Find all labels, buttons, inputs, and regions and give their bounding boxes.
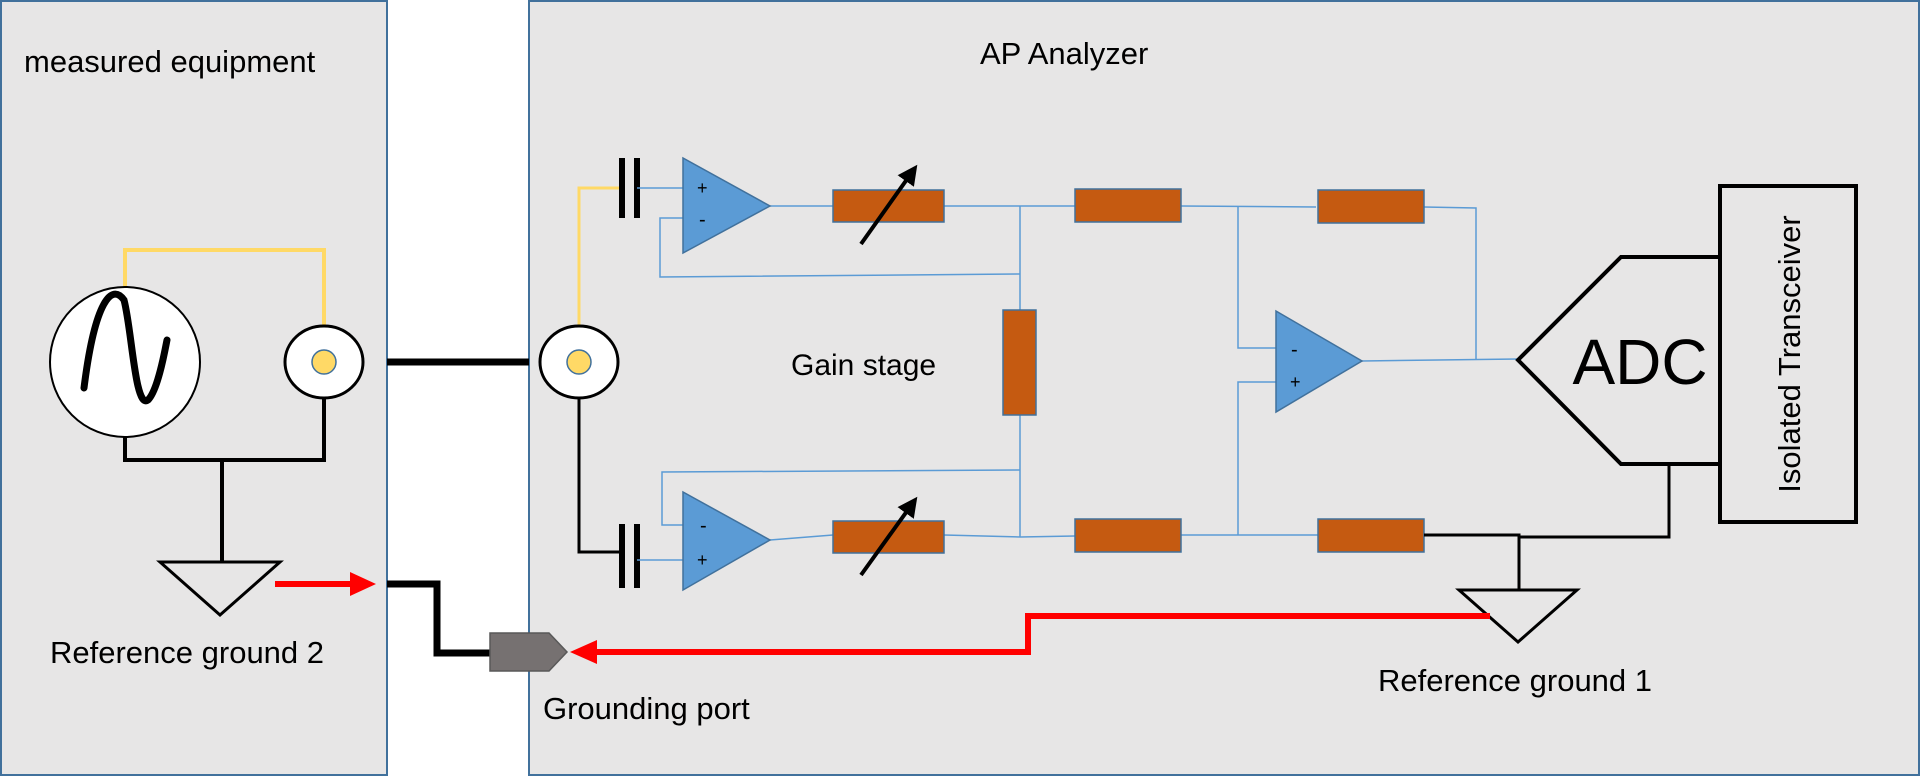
adc-label: ADC <box>1572 326 1707 398</box>
input-signal-wire <box>577 186 622 348</box>
reference-ground-2-symbol <box>156 560 284 618</box>
right-opamp-minus-sign: - <box>1291 339 1298 361</box>
ap-analyzer-label: AP Analyzer <box>980 36 1148 71</box>
bottom-right-resistor <box>1317 518 1425 553</box>
bottom-opamp-minus-sign: - <box>700 515 707 537</box>
top-right-resistor <box>1317 189 1425 224</box>
differential-opamp <box>1275 309 1364 414</box>
equipment-ground-wire <box>123 398 326 462</box>
input-return-wire <box>577 398 622 554</box>
top-opamp-plus-sign: + <box>697 178 708 198</box>
equipment-connector-pin <box>311 349 337 375</box>
adc-ground-wire <box>1519 464 1671 539</box>
ap-analyzer-panel <box>528 0 1920 776</box>
analyzer-input-pin <box>566 349 592 375</box>
gain-stage-wiring <box>637 187 1519 561</box>
bottom-opamp-plus-sign: + <box>697 550 708 570</box>
grounding-port-label: Grounding port <box>543 691 750 726</box>
analyzer-ground-wire <box>1424 533 1521 590</box>
bottom-input-capacitor <box>619 524 640 588</box>
top-input-opamp <box>682 156 772 255</box>
right-opamp-plus-sign: + <box>1290 372 1301 392</box>
measured-equipment-label: measured equipment <box>24 44 316 79</box>
bottom-variable-gain-arrow-icon <box>859 496 918 577</box>
top-variable-gain-arrow-icon <box>859 164 918 246</box>
ground-current-path-1 <box>595 613 1490 655</box>
top-opamp-minus-sign: - <box>699 209 706 231</box>
gain-set-resistor <box>1002 309 1037 416</box>
isolated-transceiver-label: Isolated Transceiver <box>1772 215 1807 492</box>
grounding-port[interactable] <box>489 632 569 672</box>
bottom-input-opamp <box>682 490 772 592</box>
ground-current-arrow-1-head <box>570 640 597 664</box>
reference-ground-2-label: Reference ground 2 <box>50 635 324 670</box>
ground-current-arrow-2-head <box>350 572 376 596</box>
sine-wave-icon <box>80 290 171 405</box>
source-signal-wire <box>123 248 326 348</box>
top-mid-resistor <box>1074 188 1182 223</box>
gain-stage-label: Gain stage <box>791 349 936 382</box>
isolated-transceiver-block <box>1718 184 1858 524</box>
bottom-mid-resistor <box>1074 518 1182 553</box>
ground-cable <box>387 580 490 657</box>
reference-ground-1-label: Reference ground 1 <box>1378 663 1652 698</box>
